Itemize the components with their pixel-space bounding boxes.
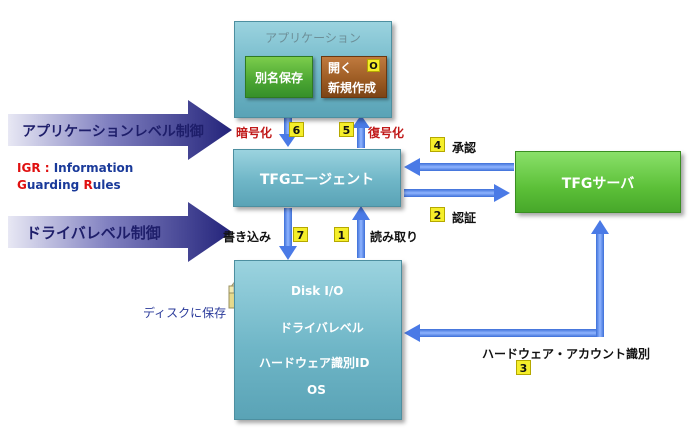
save-to-disk-label: ディスクに保存 bbox=[143, 306, 227, 320]
tfg-agent-label: TFGエージェント bbox=[259, 172, 375, 188]
igr-prefix: IGR : bbox=[17, 161, 54, 175]
os-label: OS bbox=[307, 383, 326, 397]
step-7-badge: 7 bbox=[293, 227, 308, 242]
read-arrow bbox=[352, 206, 370, 258]
driver-level-control-arrow bbox=[8, 202, 232, 262]
decrypt-label: 復号化 bbox=[368, 126, 405, 140]
app-level-control-arrow bbox=[8, 100, 232, 160]
application-title: アプリケーション bbox=[265, 31, 361, 45]
igr-g: G bbox=[17, 178, 27, 192]
decrypt-arrow bbox=[352, 115, 370, 148]
igr-ules: ules bbox=[92, 178, 121, 192]
step-5-badge: 5 bbox=[339, 122, 354, 137]
open-shortcut-badge: O bbox=[367, 59, 380, 72]
tfg-agent-box: TFGエージェント bbox=[233, 149, 401, 207]
auth-arrow bbox=[404, 184, 510, 202]
igr-line-2: Guarding Rules bbox=[17, 178, 121, 192]
tfg-server-box: TFGサーバ bbox=[515, 151, 681, 213]
step-6-badge: 6 bbox=[289, 122, 304, 137]
auth-label: 認証 bbox=[452, 211, 477, 225]
save-as-label: 別名保存 bbox=[254, 71, 303, 85]
step-2-badge: 2 bbox=[430, 207, 445, 222]
read-label: 読み取り bbox=[370, 230, 419, 244]
disk-os-box: Disk I/O ドライバレベル ハードウェア識別ID OS bbox=[234, 260, 402, 420]
disk-io-label: Disk I/O bbox=[291, 284, 344, 298]
open-new-button[interactable]: 開く O 新規作成 bbox=[321, 56, 387, 98]
step-1-badge: 1 bbox=[334, 227, 349, 242]
driver-level-control-label: ドライバレベル制御 bbox=[26, 224, 161, 242]
igr-information: Information bbox=[53, 161, 134, 175]
igr-line-1: IGR : Information bbox=[17, 161, 133, 175]
step-4-badge: 4 bbox=[430, 137, 445, 152]
approve-label: 承認 bbox=[452, 141, 477, 155]
save-as-button[interactable]: 別名保存 bbox=[245, 56, 313, 98]
igr-r: R bbox=[83, 178, 93, 192]
igr-uarding: uarding bbox=[26, 178, 84, 192]
new-create-label: 新規作成 bbox=[328, 81, 377, 95]
hw-account-label: ハードウェア・アカウント識別 bbox=[482, 347, 651, 361]
step-3-badge: 3 bbox=[516, 360, 531, 375]
approve-arrow bbox=[404, 158, 514, 176]
encrypt-label: 暗号化 bbox=[236, 126, 273, 140]
app-level-control-label: アプリケーションレベル制御 bbox=[22, 124, 204, 140]
hw-account-arrow bbox=[404, 220, 609, 342]
open-label: 開く bbox=[328, 61, 353, 75]
hw-id-label: ハードウェア識別ID bbox=[259, 356, 370, 370]
encrypt-arrow bbox=[279, 116, 297, 147]
write-label: 書き込み bbox=[223, 230, 272, 244]
write-arrow bbox=[279, 208, 297, 260]
tfg-server-label: TFGサーバ bbox=[561, 176, 635, 192]
driver-level-label: ドライバレベル bbox=[280, 321, 364, 335]
